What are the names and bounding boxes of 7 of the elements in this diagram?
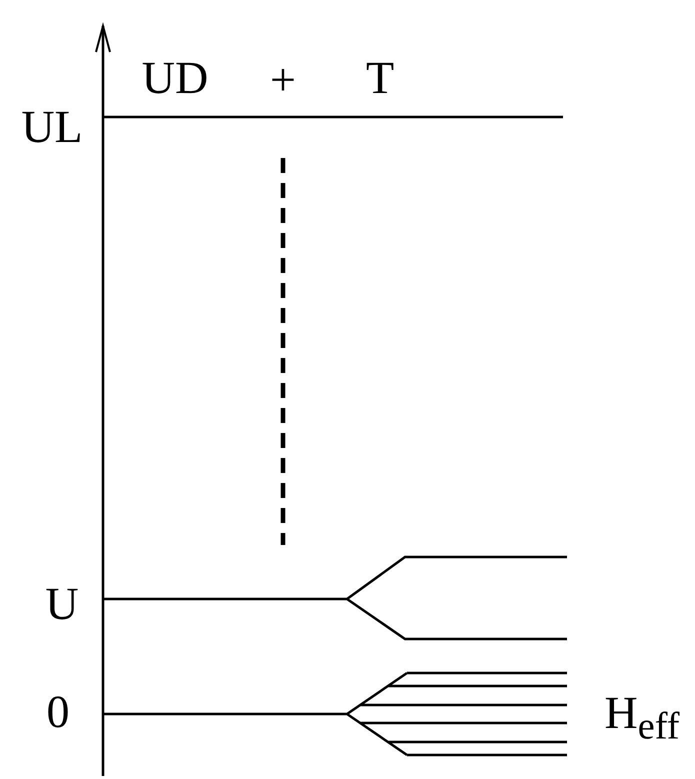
axis-label: UL	[21, 104, 83, 150]
axis-label: H$_{eff}$	[604, 690, 680, 746]
axis-label: T	[366, 55, 394, 101]
plus-sign: +	[270, 57, 296, 103]
axis-label: UD	[142, 55, 208, 101]
axis-label: 0	[46, 689, 70, 735]
axis-label: U	[45, 581, 79, 627]
